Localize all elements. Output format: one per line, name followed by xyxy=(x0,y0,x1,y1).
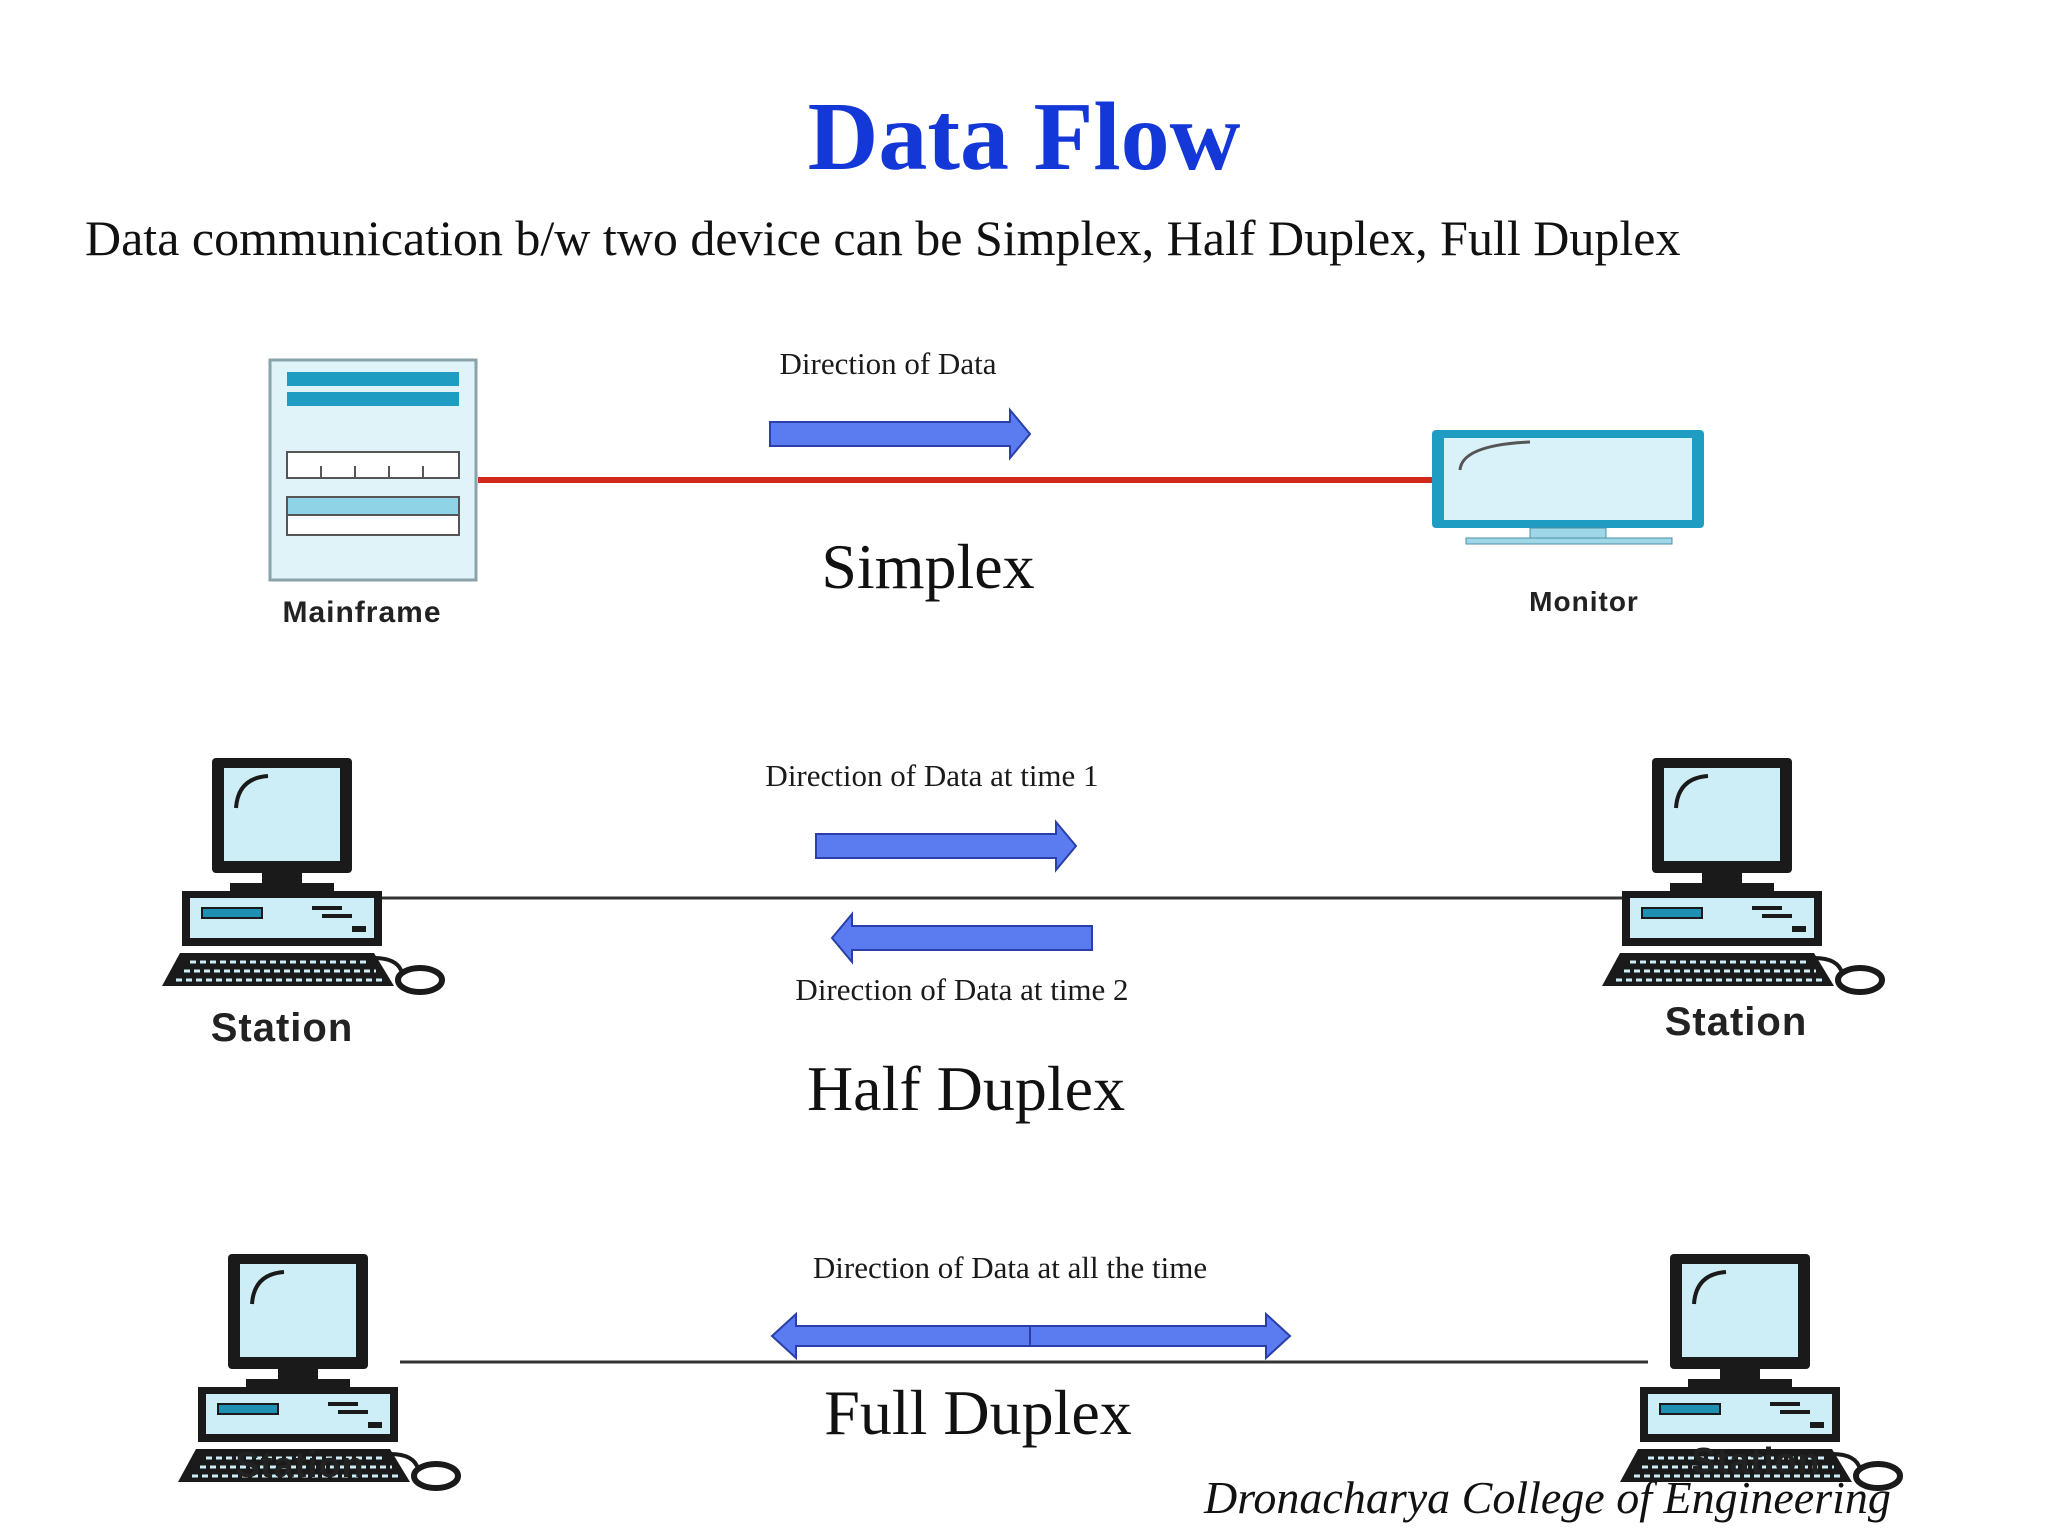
half-duplex-left-arrow xyxy=(830,911,1093,965)
footer-institution: Dronacharya College of Engineering xyxy=(1204,1472,1891,1523)
half-duplex-mode-label: Half Duplex xyxy=(806,1053,1126,1124)
full-duplex-left-station-label: Station xyxy=(235,1444,365,1485)
slide-title: Data Flow xyxy=(807,83,1241,191)
half-duplex-left-station-label: Station xyxy=(210,1006,354,1050)
half-duplex-left-station-icon xyxy=(162,758,442,992)
monitor-label: Monitor xyxy=(1529,586,1639,617)
simplex-direction-label: Direction of Data xyxy=(779,346,997,381)
full-duplex-direction-label: Direction of Data at all the time xyxy=(812,1250,1208,1285)
monitor-icon xyxy=(1432,430,1704,545)
half-duplex-right-arrow xyxy=(815,819,1078,873)
simplex-mode-label: Simplex xyxy=(821,531,1035,602)
mainframe-icon xyxy=(268,358,478,582)
full-duplex-mode-label: Full Duplex xyxy=(824,1377,1132,1448)
half-duplex-direction-label-2: Direction of Data at time 2 xyxy=(795,972,1129,1007)
half-duplex-right-station-label: Station xyxy=(1664,1000,1808,1044)
mainframe-label: Mainframe xyxy=(282,596,442,629)
half-duplex-right-station-icon xyxy=(1602,758,1882,992)
slide-subtitle: Data communication b/w two device can be… xyxy=(85,210,1681,266)
half-duplex-direction-label-1: Direction of Data at time 1 xyxy=(765,758,1099,793)
full-duplex-right-station-label: Station xyxy=(1691,1440,1821,1481)
simplex-right-arrow xyxy=(769,407,1032,461)
